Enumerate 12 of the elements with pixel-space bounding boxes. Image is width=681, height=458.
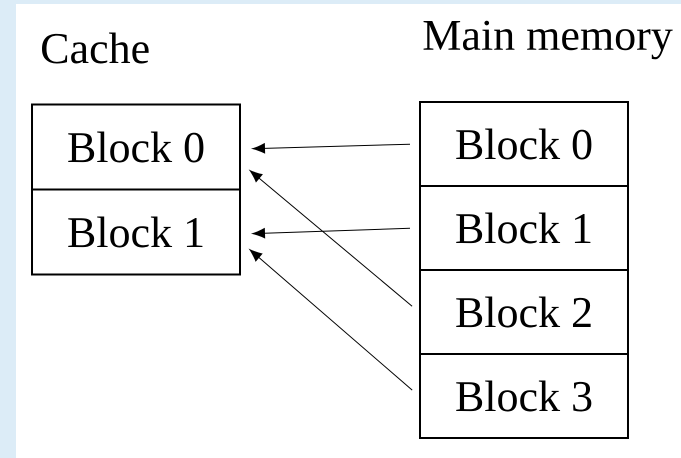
memory-block: Block 0	[31, 104, 241, 190]
arrow	[250, 249, 413, 391]
memory-block: Block 0	[419, 101, 629, 187]
heading: Main memory	[424, 20, 673, 60]
heading: Cache	[42, 32, 149, 64]
arrow	[250, 170, 413, 307]
memory-block: Block 2	[419, 268, 629, 355]
memory-block: Block 1	[31, 188, 241, 276]
memory-block: Block 1	[419, 185, 629, 271]
arrow	[252, 228, 410, 238]
arrow	[252, 143, 410, 154]
memory-block: Block 3	[419, 352, 629, 439]
